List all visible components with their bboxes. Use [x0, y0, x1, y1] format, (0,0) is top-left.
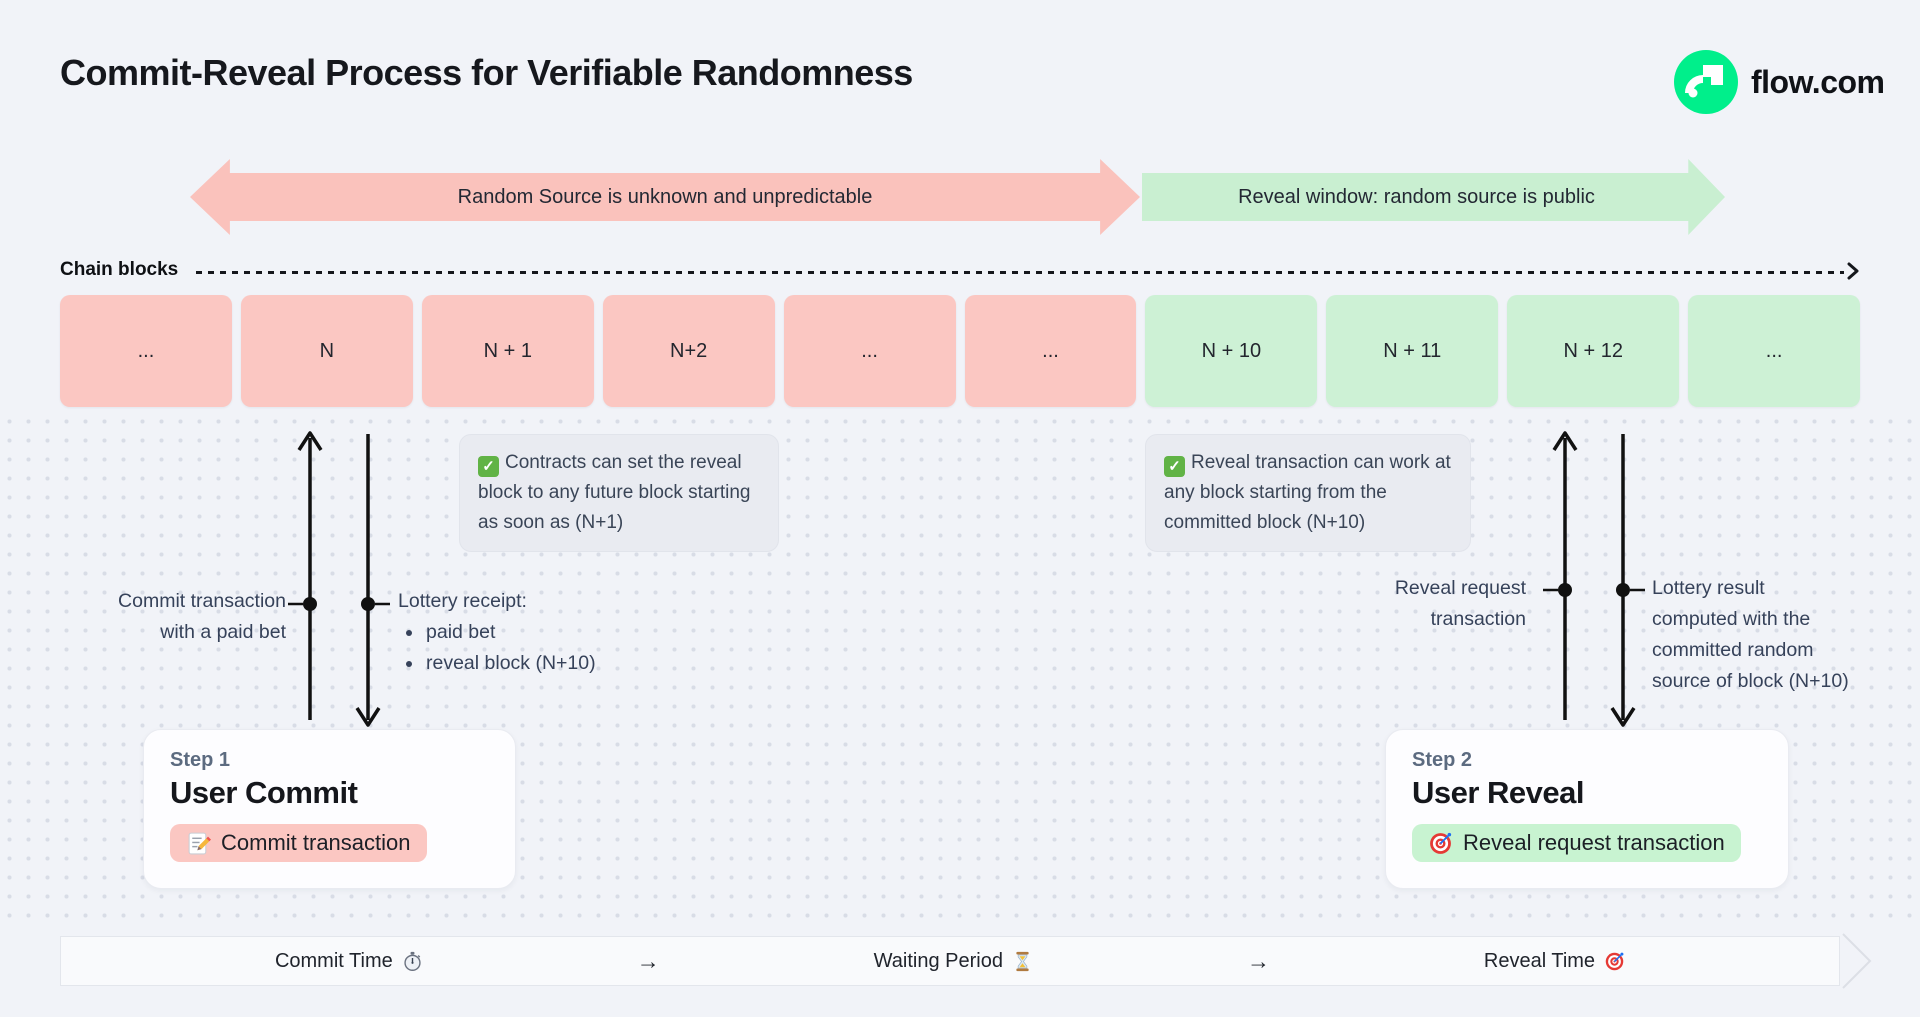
page-title: Commit-Reveal Process for Verifiable Ran… — [60, 52, 913, 93]
reveal-up-arrow — [1543, 431, 1578, 720]
step1-card: Step 1 User Commit Commit transaction — [143, 729, 516, 889]
reveal-pill-label: Reveal request transaction — [1463, 830, 1725, 855]
commit-transaction-label: Commit transaction with a paid bet — [118, 590, 286, 643]
reveal-request-pill: Reveal request transaction — [1412, 824, 1741, 862]
receipt-connector-dot — [361, 597, 375, 611]
check-icon — [1164, 456, 1185, 477]
step1-eyebrow: Step 1 — [170, 749, 231, 771]
step2-card: Step 2 User Reveal Reveal request transa… — [1385, 729, 1789, 889]
chain-block: N + 10 — [1145, 295, 1318, 407]
commit-connector-dot — [303, 597, 317, 611]
reveal-note-text: Reveal transaction can work at any block… — [1164, 452, 1451, 533]
commit-up-arrow — [288, 431, 323, 720]
reveal-window-banner: Reveal window: random source is public — [1142, 159, 1725, 235]
timeline-arrow: → — [1246, 947, 1270, 974]
flow-logo-icon — [1674, 50, 1738, 114]
chain-axis-arrow-icon — [1846, 262, 1860, 285]
chain-block: N+2 — [602, 295, 775, 407]
unknown-window-banner: Random Source is unknown and unpredictab… — [190, 159, 1140, 235]
receipt-list: paid bet reveal block (N+10) — [398, 617, 658, 679]
step2-title: User Reveal — [1412, 775, 1585, 810]
step1-title: User Commit — [170, 775, 358, 810]
timeline-waiting-period: Waiting Period — [874, 950, 1033, 973]
lottery-result-label: Lottery result computed with the committ… — [1652, 577, 1849, 692]
result-connector-dot — [1616, 583, 1630, 597]
commit-note: Contracts can set the reveal block to an… — [459, 434, 779, 552]
timeline-arrow: → — [636, 947, 660, 974]
lottery-receipt-label: Lottery receipt: paid bet reveal block (… — [398, 586, 658, 679]
chain-block: ... — [964, 295, 1137, 407]
receipt-item: reveal block (N+10) — [424, 648, 658, 679]
receipt-item: paid bet — [424, 617, 658, 648]
chain-block: N + 12 — [1507, 295, 1680, 407]
chain-block: ... — [1688, 295, 1861, 407]
chain-block: ... — [783, 295, 956, 407]
chain-block: N + 1 — [421, 295, 594, 407]
commit-note-text: Contracts can set the reveal block to an… — [478, 452, 751, 533]
reveal-note: Reveal transaction can work at any block… — [1145, 434, 1471, 552]
timeline-bar: Commit Time → Waiting Period — [60, 936, 1840, 986]
timeline-end-chevron-icon — [1841, 933, 1873, 994]
chain-blocks-label: Chain blocks — [60, 259, 179, 280]
unknown-window-label: Random Source is unknown and unpredictab… — [457, 185, 873, 208]
chain-axis-dotted-line — [196, 271, 1844, 274]
memo-icon — [186, 831, 211, 856]
target-icon — [1604, 951, 1625, 972]
result-down-arrow — [1610, 434, 1645, 727]
chain-block: N — [240, 295, 413, 407]
commit-pill-label: Commit transaction — [221, 830, 411, 855]
chain-blocks-row: ... N N + 1 N+2 ... ... N + 10 N + 11 N … — [60, 295, 1861, 407]
receipt-down-arrow — [355, 434, 390, 727]
receipt-title: Lottery receipt: — [398, 590, 527, 612]
reveal-connector-dot — [1558, 583, 1572, 597]
brand-text: flow.com — [1751, 63, 1885, 100]
stopwatch-icon — [402, 951, 423, 972]
reveal-request-label: Reveal request transaction — [1394, 577, 1526, 630]
timeline-reveal-time: Reveal Time — [1484, 950, 1625, 973]
step2-eyebrow: Step 2 — [1412, 749, 1473, 771]
target-icon — [1428, 831, 1453, 856]
commit-transaction-pill: Commit transaction — [170, 824, 427, 862]
reveal-window-label: Reveal window: random source is public — [1238, 185, 1595, 208]
chain-block: ... — [60, 295, 232, 407]
timeline-commit-time: Commit Time — [275, 950, 423, 973]
hourglass-icon — [1012, 951, 1033, 972]
check-icon — [478, 456, 499, 477]
flow-brand[interactable]: flow.com — [1674, 50, 1885, 114]
chain-block: N + 11 — [1326, 295, 1499, 407]
